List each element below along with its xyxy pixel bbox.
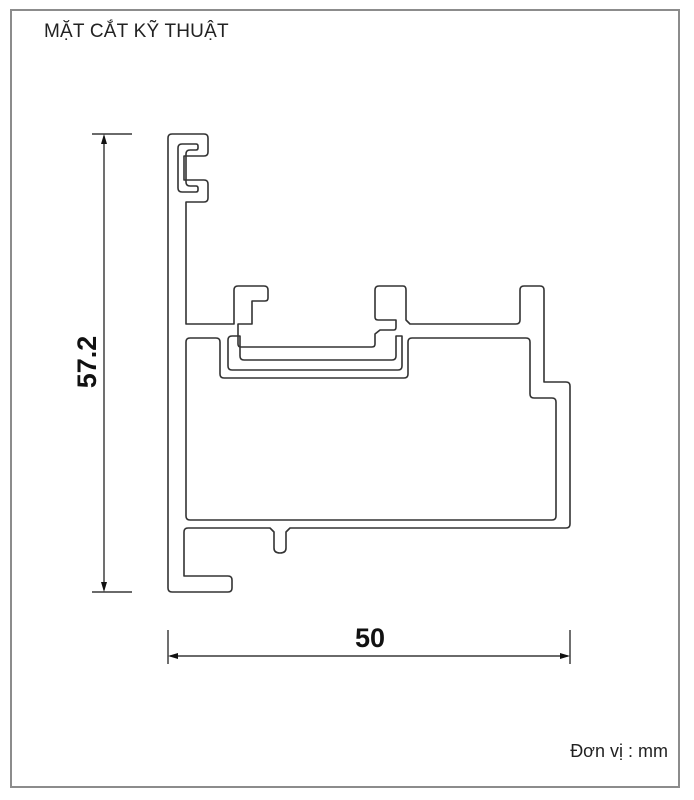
top-slot-inner [177, 143, 199, 193]
units-label: Đơn vị : mm [570, 741, 668, 761]
profile-outer-contour [167, 133, 571, 593]
height-arrow-bottom [101, 582, 107, 592]
drawing-title: MẶT CẮT KỸ THUẬT [44, 21, 229, 42]
width-arrow-right [560, 653, 570, 659]
height-value-label: 57.2 [72, 336, 102, 389]
width-dimension [167, 630, 571, 664]
main-chamber [185, 337, 557, 521]
width-arrow-left [168, 653, 178, 659]
profile-cross-section [167, 133, 571, 593]
height-dimension [92, 133, 132, 593]
inner-channel [227, 335, 403, 371]
height-arrow-top [101, 134, 107, 144]
drawing-frame [10, 9, 680, 788]
width-value-label: 50 [355, 623, 385, 653]
